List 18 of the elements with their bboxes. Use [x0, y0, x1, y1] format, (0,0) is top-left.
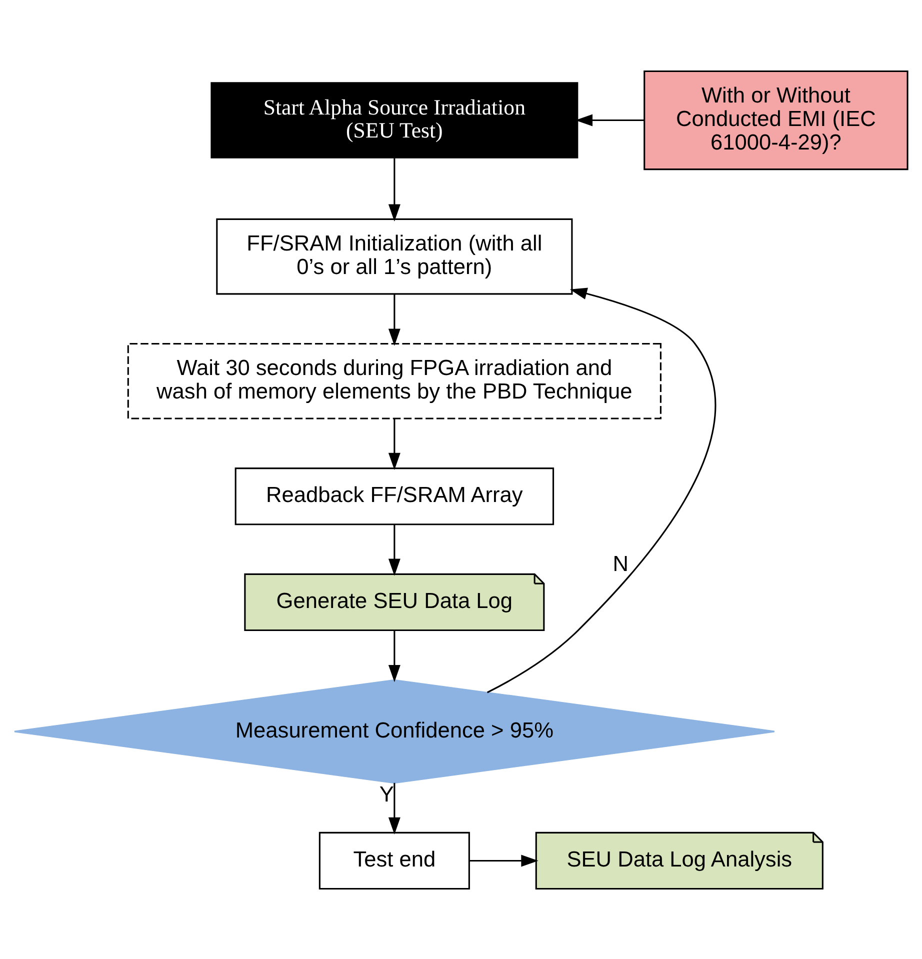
arrow: [486, 287, 716, 693]
node-box: Wait 30 seconds during FPGA irradiation and wash of memory elements by the PBD Technique: [127, 342, 662, 419]
node-box: FF/SRAM Initialization (with all 0’s or all 1’s pattern): [216, 218, 573, 294]
node-box: Readback FF/SRAM Array: [234, 467, 554, 525]
arrow: [388, 630, 400, 682]
arrow: [388, 782, 400, 834]
arrow: [575, 114, 644, 126]
arrow: [470, 854, 538, 866]
edge-label: Y: [379, 781, 394, 806]
node-box: Start Alpha Source Irradiation (SEU Test): [210, 82, 578, 158]
arrow: [388, 294, 400, 346]
edge-label: N: [612, 550, 629, 576]
arrow: [388, 418, 400, 470]
node-diamond: Measurement Confidence > 95%: [14, 678, 776, 784]
arrow: [388, 524, 400, 576]
arrow: [388, 158, 400, 221]
node-box: Test end: [318, 831, 470, 890]
node-box: With or Without Conducted EMI (IEC 61000-4-29)?: [644, 70, 908, 170]
